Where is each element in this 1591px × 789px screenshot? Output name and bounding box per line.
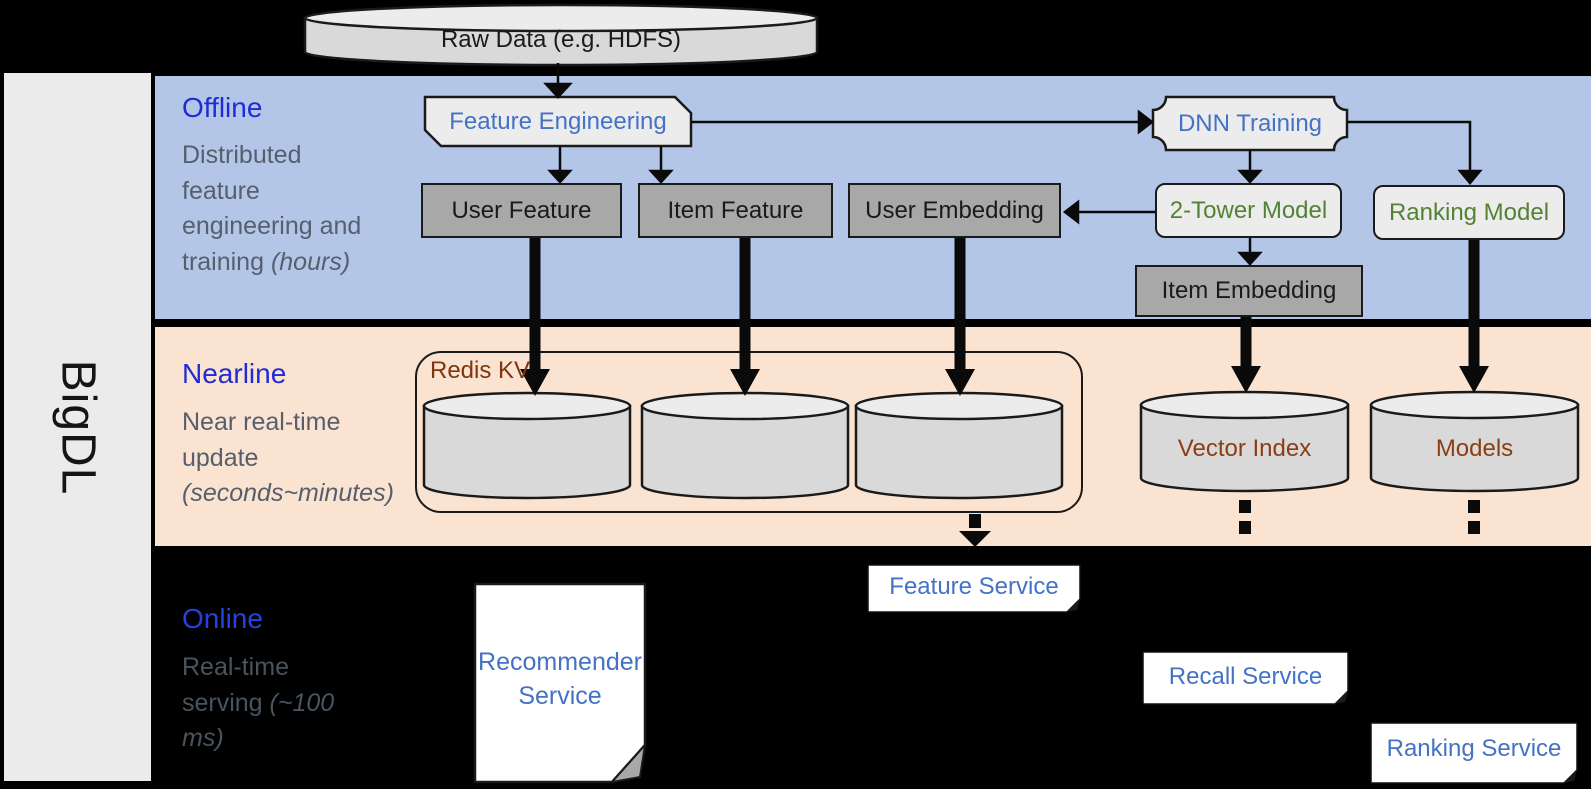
thin-connectors: [543, 63, 1483, 266]
raw-data-cylinder: [303, 3, 819, 67]
recall-service-label: Recall Service: [1168, 662, 1323, 690]
redis-kv-label: Redis KV: [430, 357, 531, 384]
nearline-section-title: Nearline: [182, 358, 287, 389]
dnn-training-shape: [1151, 95, 1349, 152]
dnn-training-label: DNN Training: [1177, 109, 1323, 137]
feature-engineering-shape: [423, 95, 693, 148]
arrow-ranking-model-to-models: [1459, 240, 1489, 393]
dashed-line-models-to-ranking-service: [1468, 500, 1480, 534]
dashed-line-vector-index-to-recall-service: [1239, 500, 1251, 534]
offline-section-description: Distributed feature engineering and trai…: [182, 138, 377, 280]
online-desc-note: (~100 ms): [182, 688, 335, 753]
online-desc-text: Real-time serving: [182, 653, 289, 717]
redis-cylinder-1: [422, 391, 632, 500]
dashed-connectors: [959, 500, 1480, 547]
dashed-arrow-redis-to-feature-service: [959, 514, 991, 547]
arrow-user-embedding-to-redis: [945, 238, 975, 396]
models-label: Models: [1435, 435, 1514, 462]
ranking-model-box: Ranking Model: [1373, 185, 1565, 240]
vector-index-label: Vector Index: [1177, 435, 1312, 462]
recall-service-card: [1142, 651, 1349, 705]
redis-cylinder-3: [854, 391, 1064, 500]
vector-index-cylinder: [1139, 390, 1350, 493]
nearline-section-description: Near real-time update (seconds~minutes): [182, 405, 397, 512]
arrow-user-feature-to-redis: [520, 238, 550, 396]
thick-connectors: [520, 238, 1489, 396]
user-feature-box: User Feature: [421, 183, 622, 238]
item-feature-box: Item Feature: [638, 183, 833, 238]
feature-service-card: [867, 564, 1081, 613]
offline-desc-note: (hours): [270, 247, 351, 276]
ranking-service-card: [1370, 722, 1578, 784]
item-embedding-box: Item Embedding: [1135, 265, 1363, 317]
arrow-rawdata-to-feature-engineering: [543, 63, 573, 99]
arrow-fe-to-dnn-training: [691, 109, 1155, 135]
offline-desc-text: Distributed feature engineering and trai…: [182, 141, 362, 276]
two-tower-model-box: 2-Tower Model: [1155, 183, 1342, 238]
feature-service-label: Feature Service: [889, 573, 1059, 600]
bigdl-sidebar: BigDL: [4, 73, 151, 781]
nearline-desc-note: (seconds~minutes): [182, 479, 394, 507]
user-embedding-box: User Embedding: [848, 183, 1061, 238]
arrow-item-feature-to-redis: [730, 238, 760, 396]
nearline-desc-text: Near real-time update: [182, 408, 341, 472]
redis-cylinder-2: [640, 391, 850, 500]
arrow-two-tower-to-user-embedding: [1062, 199, 1155, 225]
recommender-service-label: Recommender Service: [478, 648, 642, 710]
raw-data-label: Raw Data (e.g. HDFS): [440, 26, 682, 53]
arrow-fe-to-item-feature: [648, 146, 674, 184]
models-cylinder: [1369, 390, 1580, 493]
feature-engineering-label: Feature Engineering: [449, 107, 667, 135]
arrow-item-embedding-to-vector-index: [1231, 317, 1261, 393]
arrow-fe-to-user-feature: [547, 146, 573, 184]
arrow-two-tower-to-item-embedding: [1237, 238, 1263, 266]
recommender-service-document: [473, 582, 647, 784]
ranking-service-label: Ranking Service: [1386, 735, 1562, 762]
arrow-dnn-to-ranking-model: [1347, 120, 1483, 185]
online-section-description: Real-time serving (~100 ms): [182, 650, 357, 757]
arrow-dnn-to-two-tower: [1237, 150, 1263, 184]
online-section-title: Online: [182, 603, 263, 634]
offline-section-title: Offline: [182, 92, 263, 123]
